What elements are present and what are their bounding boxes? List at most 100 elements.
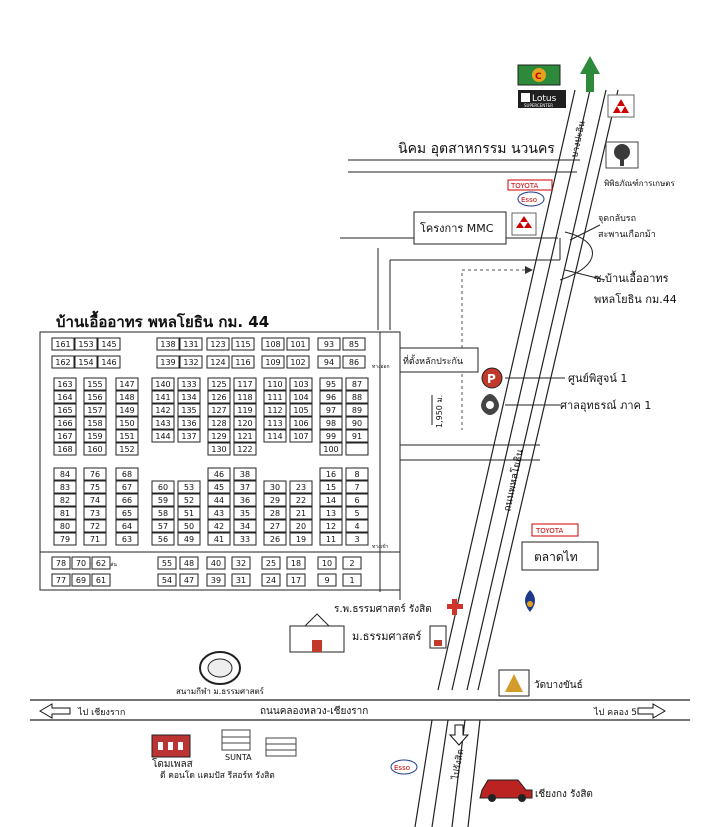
plot-number: 72 bbox=[90, 522, 100, 531]
plot-number: 88 bbox=[352, 393, 362, 402]
mmc-project-box: โครงการ MMC bbox=[413, 211, 507, 245]
plot-number: 48 bbox=[184, 559, 194, 568]
plot-lot bbox=[177, 532, 201, 546]
plot-number: 85 bbox=[349, 340, 359, 349]
plot-number: 154 bbox=[78, 358, 93, 367]
plot-number: 153 bbox=[78, 340, 93, 349]
plot-lot bbox=[263, 377, 287, 391]
plot-lot bbox=[51, 573, 71, 587]
plot-number: 140 bbox=[155, 380, 170, 389]
sunta-label: SUNTA bbox=[225, 753, 252, 762]
plot-number: 160 bbox=[87, 445, 102, 454]
plot-number: 40 bbox=[211, 559, 221, 568]
road-khlongluang-label: ถนนคลองหลวง-เชียงราก bbox=[260, 705, 368, 717]
plot-number: 98 bbox=[326, 419, 336, 428]
plot-lot bbox=[345, 467, 369, 481]
plot-lot bbox=[342, 337, 366, 351]
bigc-logo: C bbox=[517, 64, 561, 86]
plot-lot bbox=[207, 442, 231, 456]
plot-number: 114 bbox=[267, 432, 282, 441]
plot-lot bbox=[207, 403, 231, 417]
plot-number: 127 bbox=[211, 406, 226, 415]
plot-number: 122 bbox=[237, 445, 252, 454]
plot-number: 144 bbox=[155, 432, 170, 441]
plot-lot bbox=[233, 390, 257, 404]
plot-lot bbox=[83, 390, 107, 404]
plot-lot bbox=[151, 403, 175, 417]
mitsubishi-logo-top bbox=[607, 94, 635, 118]
plot-lot bbox=[231, 573, 251, 587]
plot-number: 54 bbox=[162, 576, 172, 585]
to-bangpaain-label: บางปะอิน bbox=[569, 120, 588, 159]
plot-lot bbox=[207, 532, 231, 546]
plot-number: 137 bbox=[181, 432, 196, 441]
plot-lot bbox=[53, 532, 77, 546]
plot-number: 57 bbox=[158, 522, 168, 531]
dome-place-icon bbox=[151, 734, 191, 758]
plot-number: 117 bbox=[237, 380, 252, 389]
plot-number: 107 bbox=[293, 432, 308, 441]
plot-number: 64 bbox=[122, 522, 132, 531]
plot-lot bbox=[53, 519, 77, 533]
plot-number: 133 bbox=[181, 380, 196, 389]
plot-number: 58 bbox=[158, 509, 168, 518]
plot-number: 166 bbox=[57, 419, 72, 428]
plot-number: 24 bbox=[266, 576, 276, 585]
plot-number: 42 bbox=[214, 522, 224, 531]
plot-lot bbox=[233, 519, 257, 533]
plot-number: 100 bbox=[323, 445, 338, 454]
plot-lot bbox=[342, 556, 362, 570]
plot-number: 62 bbox=[96, 559, 106, 568]
plot-lot bbox=[115, 480, 139, 494]
plot-number: 4 bbox=[354, 522, 359, 531]
plot-number: 44 bbox=[214, 496, 224, 505]
plot-lot bbox=[51, 355, 75, 369]
plot-number: 106 bbox=[293, 419, 308, 428]
plot-number: 17 bbox=[291, 576, 301, 585]
plot-lot bbox=[156, 337, 180, 351]
plot-number: 83 bbox=[60, 483, 70, 492]
plot-lot bbox=[345, 519, 369, 533]
plot-number: 25 bbox=[266, 559, 276, 568]
plot-lot bbox=[319, 377, 343, 391]
car-icon bbox=[479, 779, 533, 802]
plot-lot bbox=[115, 429, 139, 443]
plot-number: 50 bbox=[184, 522, 194, 531]
plot-number: 46 bbox=[214, 470, 224, 479]
plot-lot bbox=[74, 337, 98, 351]
soi-label-line2: พหลโยธิน กม.44 bbox=[594, 292, 677, 306]
plot-lot bbox=[233, 377, 257, 391]
plot-lot bbox=[207, 506, 231, 520]
plot-number: 47 bbox=[184, 576, 194, 585]
plot-number: 66 bbox=[122, 496, 132, 505]
plot-lot bbox=[289, 493, 313, 507]
condo-label: ดี คอนโด แคมปัส รีสอร์ท รังสิต bbox=[160, 770, 275, 781]
esso-top-label: Esso bbox=[521, 196, 537, 204]
plot-lot bbox=[289, 519, 313, 533]
plot-lot bbox=[177, 377, 201, 391]
plot-lot bbox=[206, 573, 226, 587]
talad-thai-label: ตลาดไท bbox=[534, 550, 578, 564]
plot-number: 149 bbox=[119, 406, 134, 415]
plot-lot bbox=[207, 429, 231, 443]
toyota-top-label: TOYOTA bbox=[510, 182, 539, 190]
plot-lot bbox=[345, 403, 369, 417]
plot-number: 89 bbox=[352, 406, 362, 415]
plot-number: 23 bbox=[296, 483, 306, 492]
plot-number: 167 bbox=[57, 432, 72, 441]
plot-number: 142 bbox=[155, 406, 170, 415]
plot-number: 20 bbox=[296, 522, 306, 531]
plot-number: 111 bbox=[267, 393, 282, 402]
to-rangsit-label: ไปรังสิต bbox=[450, 748, 466, 781]
plot-lot bbox=[115, 403, 139, 417]
plot-lot bbox=[261, 337, 285, 351]
plot-lot bbox=[286, 355, 310, 369]
plot-number: 156 bbox=[87, 393, 102, 402]
plot-number: 69 bbox=[76, 576, 86, 585]
plot-lot bbox=[233, 442, 257, 456]
plot-lot bbox=[263, 493, 287, 507]
plot-number: 145 bbox=[101, 340, 116, 349]
plot-lot bbox=[206, 355, 230, 369]
